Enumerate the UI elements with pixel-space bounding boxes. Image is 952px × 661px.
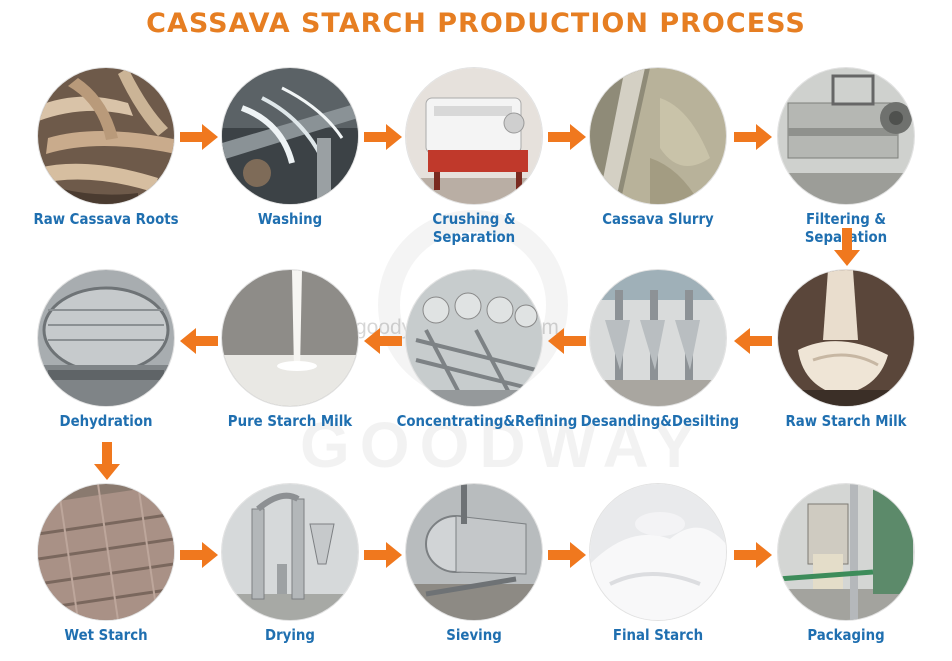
pure-starch-milk-photo (222, 270, 358, 406)
packaging-machine-photo (778, 484, 914, 620)
arrow-right-icon (364, 124, 402, 150)
step-label: Final Starch (612, 626, 704, 644)
step-label: Cassava Slurry (602, 210, 714, 228)
arrow-right-icon (734, 124, 772, 150)
arrow-down-icon (94, 442, 120, 480)
arrow-left-icon (364, 328, 402, 354)
cassava-roots-photo (38, 68, 174, 204)
raw-starch-milk-photo (778, 270, 914, 406)
step-label: Pure Starch Milk (227, 412, 353, 430)
crusher-photo (406, 68, 542, 204)
page-title: CASSAVA STARCH PRODUCTION PROCESS (146, 8, 806, 39)
arrow-right-icon (180, 124, 218, 150)
final-starch-photo (590, 484, 726, 620)
step-label: Concentrating&Refining (396, 412, 578, 430)
step-label: Raw Starch Milk (785, 412, 907, 430)
watermark-brand: GOODWAY (300, 409, 706, 481)
arrow-right-icon (548, 124, 586, 150)
step-label: Wet Starch (64, 626, 148, 644)
vacuum-filter-photo (38, 270, 174, 406)
step-label: Desanding&Desilting (580, 412, 740, 430)
hydrocyclone-photo (590, 270, 726, 406)
arrow-left-icon (548, 328, 586, 354)
step-label: Crushing & Separation (432, 210, 516, 246)
arrow-right-icon (364, 542, 402, 568)
wet-starch-photo (38, 484, 174, 620)
step-label: Raw Cassava Roots (33, 210, 179, 228)
filter-machine-photo (778, 68, 914, 204)
refining-station-photo (406, 270, 542, 406)
arrow-right-icon (180, 542, 218, 568)
step-label: Dehydration (59, 412, 153, 430)
step-label: Washing (257, 210, 323, 228)
step-label: Packaging (807, 626, 885, 644)
step-label: Drying (265, 626, 315, 644)
washing-machine-photo (222, 68, 358, 204)
flash-dryer-photo (222, 484, 358, 620)
sieve-machine-photo (406, 484, 542, 620)
arrow-down-icon (834, 228, 860, 266)
slurry-photo (590, 68, 726, 204)
arrow-left-icon (180, 328, 218, 354)
step-label: Sieving (446, 626, 502, 644)
arrow-right-icon (734, 542, 772, 568)
arrow-right-icon (548, 542, 586, 568)
arrow-left-icon (734, 328, 772, 354)
